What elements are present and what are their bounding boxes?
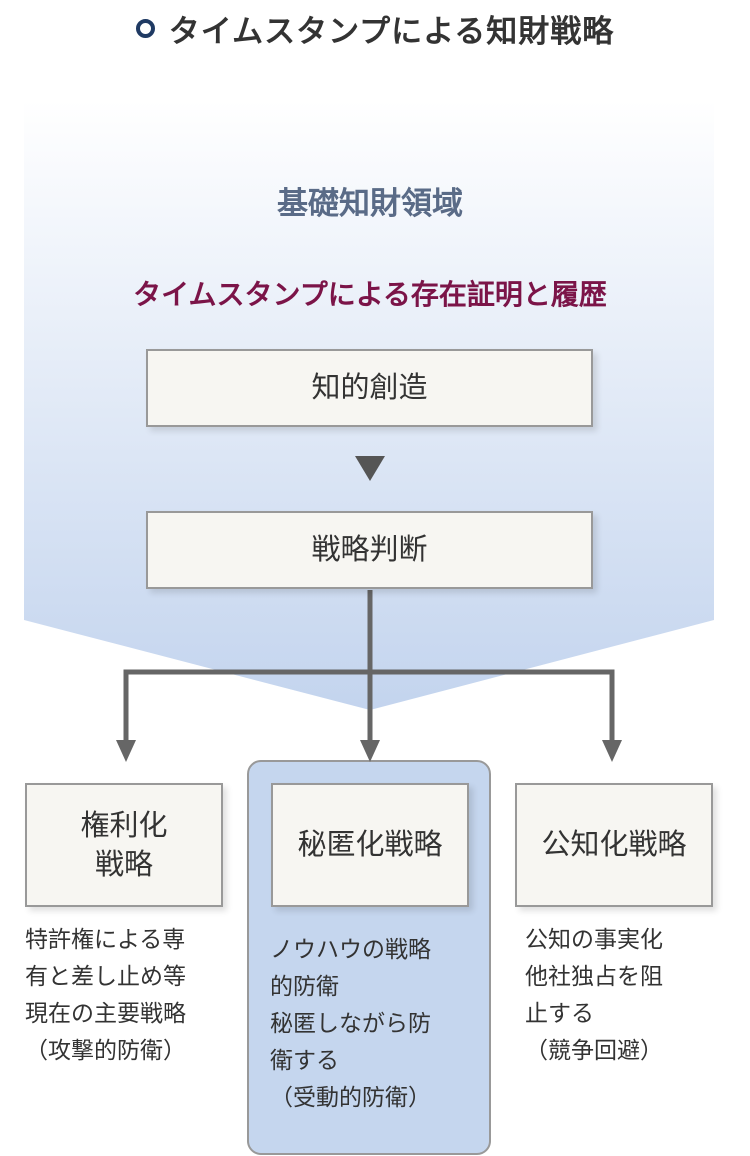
step-strategy-decision: 戦略判断: [146, 511, 593, 589]
secrecy-description: ノウハウの戦略 的防衛 秘匿しながら防 衛する （受動的防衛）: [270, 932, 431, 1117]
diagram-title: タイムスタンプによる知財戦略: [0, 6, 750, 51]
desc-line: 秘匿しながら防: [270, 1011, 431, 1037]
branch-line: [123, 669, 615, 745]
desc-line: 現在の主要戦略: [25, 1001, 186, 1027]
label-line: 権利化: [80, 807, 168, 842]
desc-line: （競争回避）: [525, 1038, 663, 1064]
label-line: 公知化戦略: [541, 827, 687, 862]
subtitle: タイムスタンプによる存在証明と履歴: [133, 278, 607, 311]
label-line: 秘匿化戦略: [297, 827, 443, 862]
title-text: タイムスタンプによる知財戦略: [168, 14, 615, 50]
step-intellectual-creation: 知的創造: [146, 349, 593, 427]
down-triangle-icon: [355, 456, 385, 481]
desc-line: ノウハウの戦略: [270, 937, 431, 963]
strategy-rights: 権利化戦略: [25, 783, 223, 907]
desc-line: 的防衛: [270, 974, 339, 1000]
desc-line: 他社独占を阻: [525, 964, 663, 990]
domain-label: 基礎知財領域: [277, 186, 463, 222]
desc-line: 衛する: [270, 1048, 339, 1074]
arrow-right-icon: [602, 740, 622, 762]
publication-description: 公知の事実化 他社独占を阻 止する （競争回避）: [525, 922, 663, 1070]
desc-line: （攻撃的防衛）: [25, 1038, 186, 1064]
desc-line: 公知の事実化: [525, 927, 663, 953]
step-label: 戦略判断: [311, 532, 428, 567]
arrow-center-icon: [360, 740, 380, 762]
desc-line: 止する: [525, 1001, 594, 1027]
strategy-secrecy: 秘匿化戦略: [271, 783, 469, 907]
rights-description: 特許権による専 有と差し止め等 現在の主要戦略 （攻撃的防衛）: [25, 922, 186, 1070]
desc-line: （受動的防衛）: [270, 1085, 431, 1111]
desc-line: 有と差し止め等: [25, 964, 186, 990]
strategy-publication: 公知化戦略: [515, 783, 713, 907]
bullet-circle-icon: [135, 19, 155, 38]
desc-line: 特許権による専: [25, 927, 186, 953]
arrow-left-icon: [116, 740, 136, 762]
label-line: 戦略: [94, 847, 153, 881]
step-label: 知的創造: [311, 370, 428, 405]
